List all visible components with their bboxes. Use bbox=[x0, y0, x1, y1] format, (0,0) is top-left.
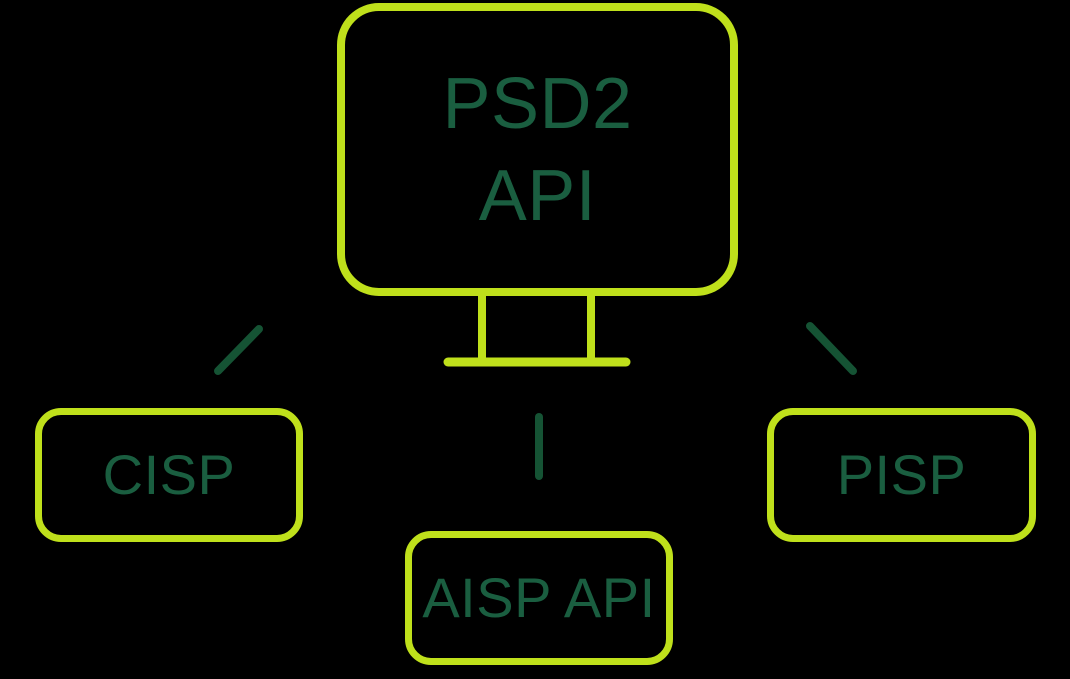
monitor-stand-icon bbox=[443, 292, 631, 367]
aisp-api-node: AISP API bbox=[405, 531, 673, 665]
connector-line-left bbox=[214, 325, 263, 375]
pisp-label: PISP bbox=[836, 443, 967, 506]
psd2-api-label: PSD2 API bbox=[442, 58, 632, 242]
aisp-api-label: AISP API bbox=[422, 566, 656, 629]
cisp-label: CISP bbox=[102, 443, 236, 506]
psd2-api-label-line1: PSD2 bbox=[442, 63, 633, 144]
connector-line-right bbox=[806, 322, 857, 375]
psd2-api-label-line2: API bbox=[478, 155, 597, 236]
psd2-api-node monitor-icon: PSD2 API bbox=[337, 3, 738, 296]
cisp-node: CISP bbox=[35, 408, 303, 542]
pisp-node: PISP bbox=[767, 408, 1036, 542]
